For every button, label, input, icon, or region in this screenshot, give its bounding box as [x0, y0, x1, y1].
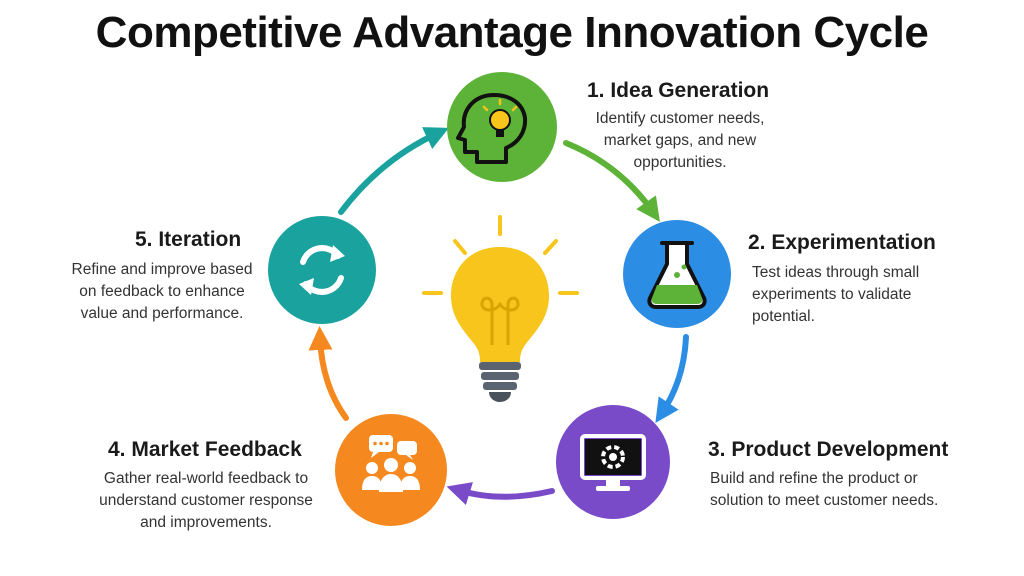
lightbulb-icon	[422, 215, 579, 402]
arrow-4-to-5	[308, 326, 349, 421]
diagram-title: Competitive Advantage Innovation Cycle	[95, 8, 929, 57]
step-1-node	[447, 72, 557, 182]
monitor-gear-icon	[580, 434, 646, 491]
refresh-icon	[299, 245, 345, 295]
flask-icon	[647, 241, 707, 309]
arrow-5-to-1	[338, 127, 449, 215]
group-chat-icon	[362, 435, 420, 492]
step-2-title: 2. Experimentation	[748, 231, 936, 254]
step-1-description: Identify customer needs, market gaps, an…	[595, 110, 765, 171]
head-lightbulb-icon	[456, 93, 528, 164]
step-3-node	[556, 405, 670, 519]
arrow-3-to-4	[446, 482, 555, 506]
arrow-2-to-3	[655, 334, 689, 423]
step-2-description: Test ideas through small experiments to …	[752, 264, 920, 325]
step-4-description: Gather real-world feedback to understand…	[99, 470, 313, 531]
step-3-description: Build and refine the product or solution…	[710, 470, 939, 509]
step-3-title: 3. Product Development	[708, 438, 949, 461]
step-5-node	[268, 216, 376, 324]
step-1-title: 1. Idea Generation	[587, 79, 770, 102]
step-5-description: Refine and improve based on feedback to …	[71, 261, 253, 322]
step-5-title: 5. Iteration	[135, 228, 242, 251]
step-4-title: 4. Market Feedback	[108, 438, 302, 461]
step-4-node	[335, 414, 447, 526]
step-2-node	[623, 220, 731, 328]
arrow-1-to-2	[563, 140, 660, 222]
